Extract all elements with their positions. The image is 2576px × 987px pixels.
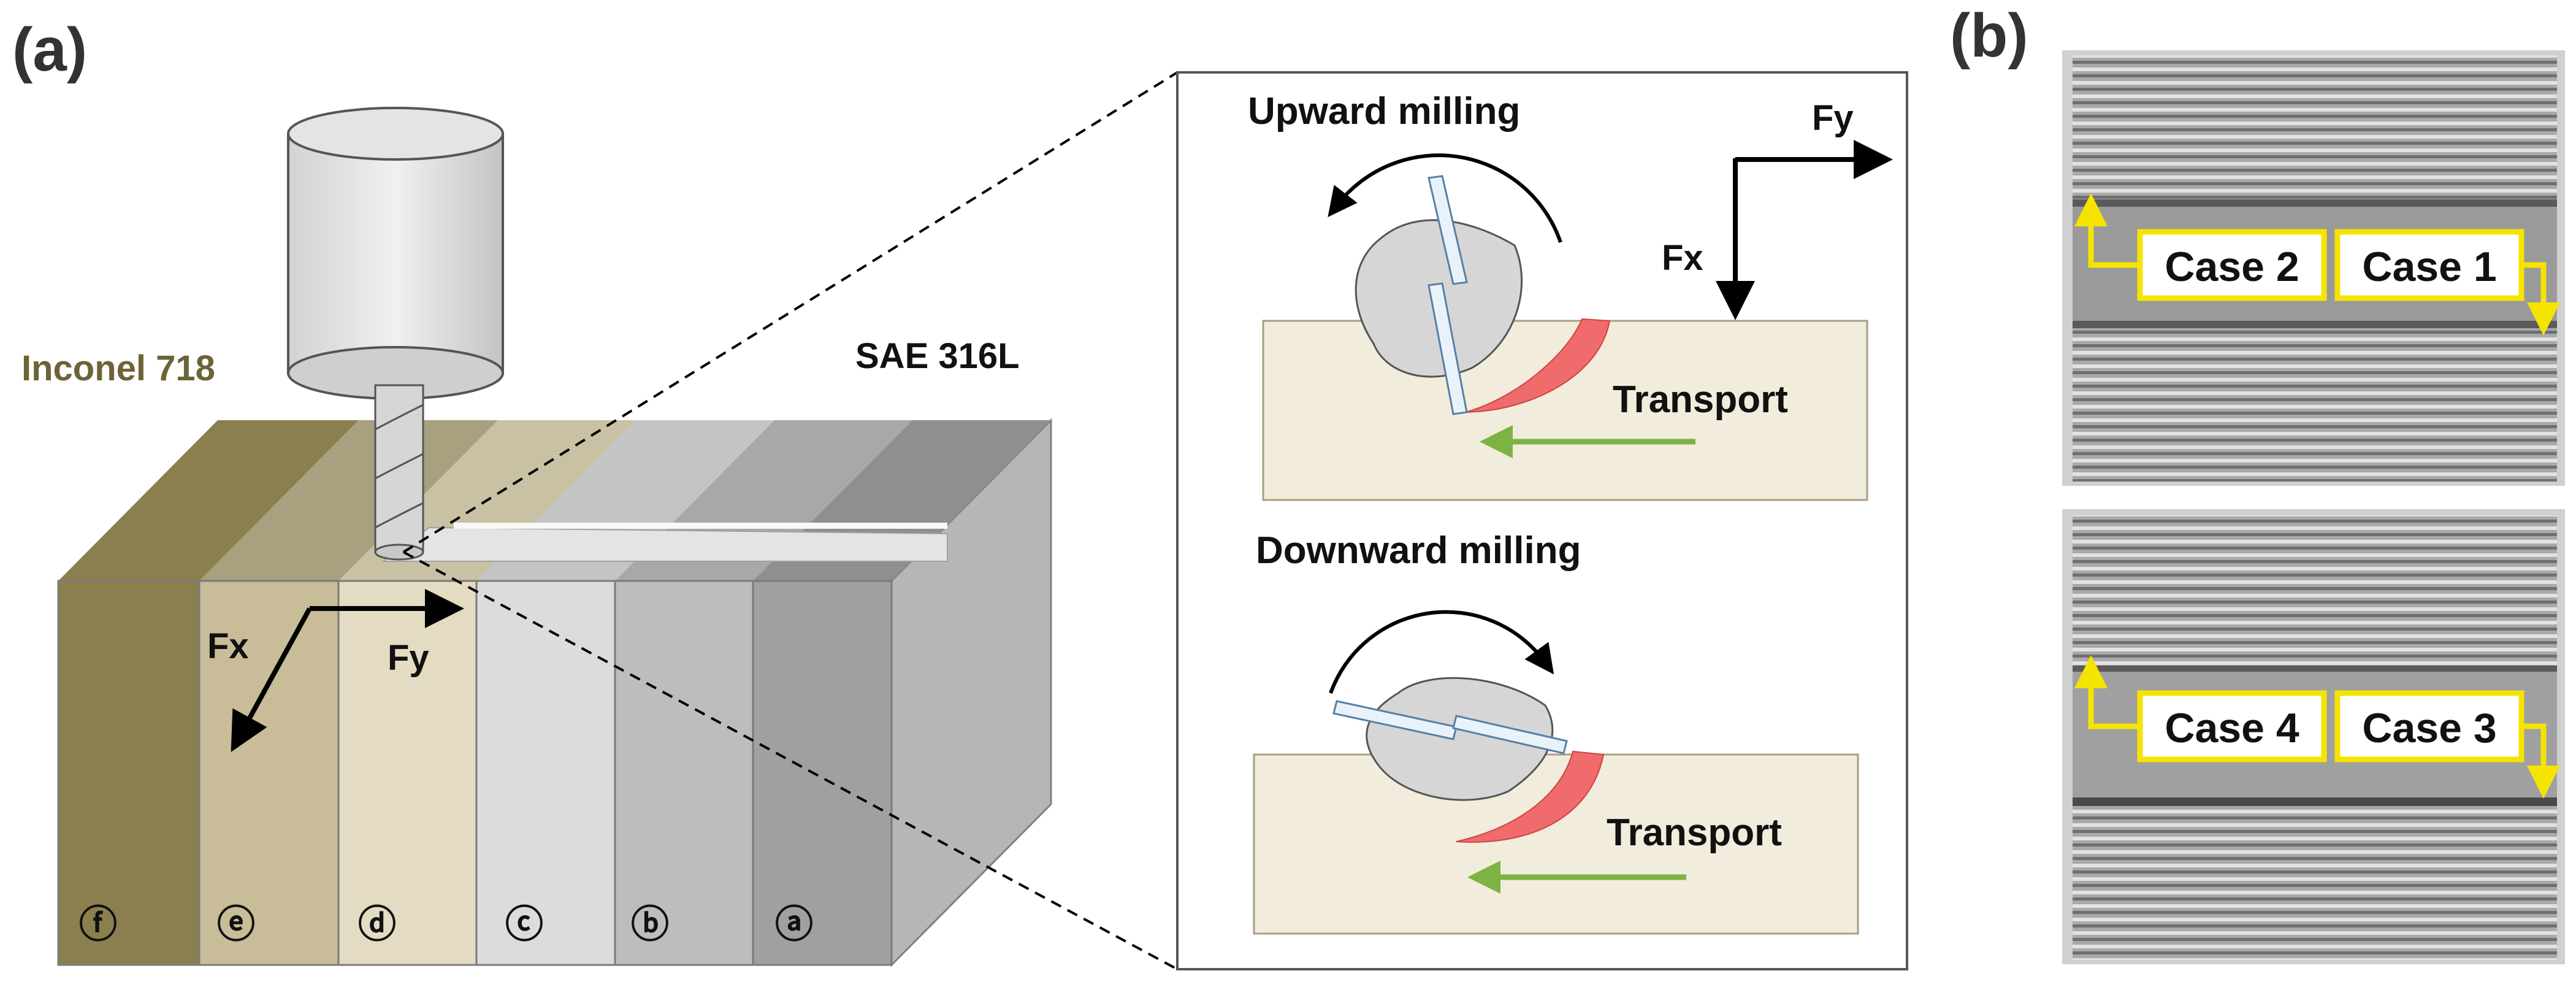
upper-rotation-arrow xyxy=(1328,153,1562,243)
upper-insert-2 xyxy=(1428,282,1468,415)
case-1-path-arrow xyxy=(2521,262,2560,336)
sae-label: SAE 316L xyxy=(855,336,1020,376)
layer-c-front xyxy=(476,581,615,965)
force-x-arrow xyxy=(231,607,312,753)
axis-fy-label: Fy xyxy=(1812,98,1854,138)
panel-a-label: (a) xyxy=(12,15,87,84)
case-3-label: Case 3 xyxy=(2362,705,2496,751)
case-1-label: Case 1 xyxy=(2362,244,2496,290)
case-2-path-arrow xyxy=(2074,193,2140,268)
case-2-label: Case 2 xyxy=(2165,244,2299,290)
layer-markers: ⓕ ⓔ ⓓ ⓒ ⓑ ⓐ xyxy=(79,904,813,946)
layer-a-front xyxy=(753,581,892,965)
lower-transport-label: Transport xyxy=(1607,812,1782,854)
spindle-body xyxy=(287,132,504,374)
upper-insert-1 xyxy=(1428,175,1468,285)
end-mill xyxy=(374,384,424,553)
lower-cutter xyxy=(1366,677,1554,801)
layer-marker-f: ⓕ xyxy=(79,904,117,946)
layer-marker-b: ⓑ xyxy=(631,904,669,946)
lower-insert-2 xyxy=(1452,715,1568,755)
lower-chip xyxy=(1456,750,1605,843)
layer-marker-c: ⓒ xyxy=(505,904,543,946)
inconel-label: Inconel 718 xyxy=(21,348,215,388)
case-3-path-arrow xyxy=(2521,723,2560,799)
layer-f-front xyxy=(58,581,199,965)
downward-title: Downward milling xyxy=(1256,529,1581,572)
upper-chip xyxy=(1465,318,1611,413)
layer-b-front xyxy=(615,581,753,965)
layer-marker-d: ⓓ xyxy=(358,904,396,946)
layer-f-top xyxy=(58,420,359,581)
lower-rotation-arrow xyxy=(1329,610,1554,694)
milled-slot xyxy=(381,526,948,562)
zoom-line-top xyxy=(402,71,1179,553)
axis-fx-label: Fx xyxy=(1662,238,1703,278)
case-2-box xyxy=(2137,229,2327,301)
case-4-label: Case 4 xyxy=(2165,705,2299,751)
force-x-label: Fx xyxy=(207,626,249,666)
spindle-top xyxy=(287,107,504,161)
upper-transport-label: Transport xyxy=(1613,378,1788,421)
layer-marker-e: ⓔ xyxy=(217,904,255,946)
layer-e-front xyxy=(199,581,338,965)
case-4-path-arrow xyxy=(2074,655,2140,729)
force-y-label: Fy xyxy=(388,638,429,678)
panel-b-label: (b) xyxy=(1950,1,2028,70)
layer-marker-a: ⓐ xyxy=(775,904,813,946)
layer-d-front xyxy=(338,581,476,965)
upward-title: Upward milling xyxy=(1248,90,1520,132)
